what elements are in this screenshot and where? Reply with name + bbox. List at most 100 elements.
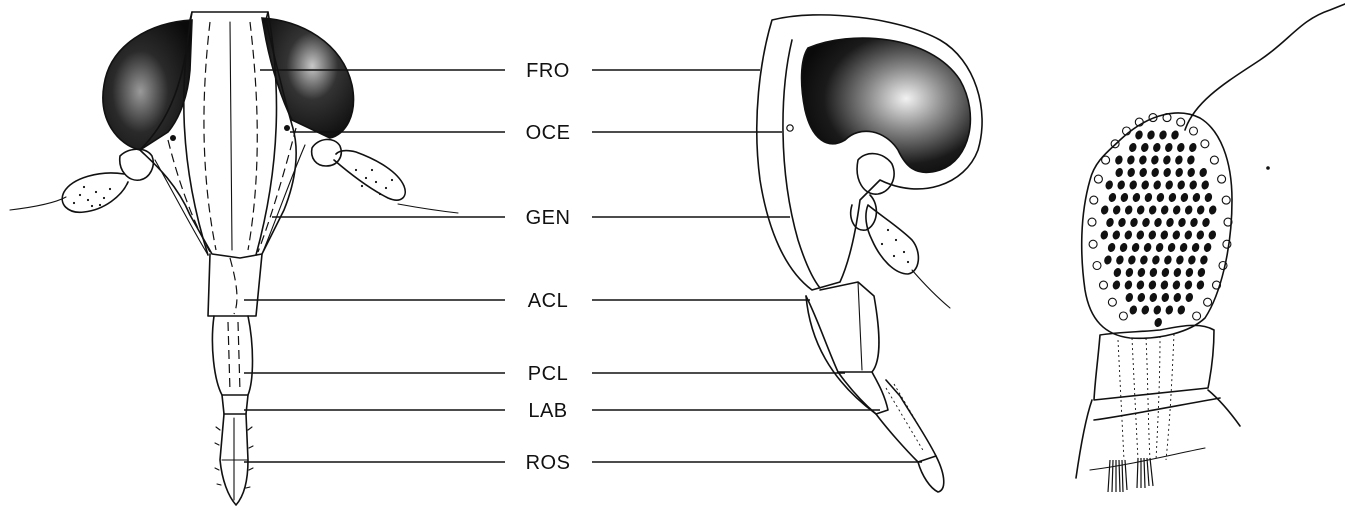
structure-labels: FRO OCE GEN ACL PCL LAB ROS	[526, 60, 571, 474]
label-acl: ACL	[528, 290, 568, 312]
sensillum-pit	[1131, 192, 1141, 203]
rim-scallop	[1219, 262, 1227, 270]
lateral-view-head	[757, 15, 982, 492]
sensillum-pit	[1172, 292, 1182, 303]
label-pcl: PCL	[528, 363, 568, 385]
sensillum-pit	[1172, 267, 1182, 278]
sensillum-pit	[1203, 242, 1213, 253]
sensillum-pit	[1184, 204, 1194, 215]
sensillum-pit	[1207, 229, 1217, 240]
sensillum-pit	[1175, 254, 1185, 265]
sensillum-pit	[1140, 304, 1150, 315]
sensillum-pit	[1114, 154, 1124, 165]
sensillum-pit	[1099, 229, 1109, 240]
sensillum-pit	[1170, 129, 1180, 140]
sensillum-pit	[1143, 242, 1153, 253]
sensillum-pit	[1129, 217, 1139, 228]
sensillum-pit	[1152, 179, 1162, 190]
sensillum-pit	[1104, 179, 1114, 190]
sensillum-pit	[1155, 242, 1165, 253]
sensillum-pit	[1201, 217, 1211, 228]
sensillum-pit	[1100, 204, 1110, 215]
sensillum-pit	[1128, 142, 1138, 153]
sensillum-pit	[1167, 192, 1177, 203]
sensillum-pit	[1186, 167, 1196, 178]
rim-scallop	[1119, 312, 1127, 320]
label-ros: ROS	[526, 452, 571, 474]
rim-scallop	[1210, 156, 1218, 164]
sensillum-pit	[1165, 217, 1175, 228]
sensillum-pit	[1184, 292, 1194, 303]
sensillum-pit	[1140, 179, 1150, 190]
sensillum-pit	[1151, 254, 1161, 265]
sensillum-pit	[1188, 179, 1198, 190]
sensillum-pit	[1111, 229, 1121, 240]
rim-scallop	[1089, 240, 1097, 248]
sensillum-pit	[1135, 229, 1145, 240]
sensillum-pit	[1136, 292, 1146, 303]
sensillum-pit	[1116, 179, 1126, 190]
sensillum-pit	[1148, 204, 1158, 215]
sensillum-pit	[1126, 154, 1136, 165]
sensillum-pit	[1123, 279, 1133, 290]
sensillum-pit	[1127, 254, 1137, 265]
sensillum-pit	[1189, 217, 1199, 228]
sensillum-pit	[1111, 279, 1121, 290]
sensillum-pit	[1167, 242, 1177, 253]
sensillum-pit	[1160, 204, 1170, 215]
sensillum-pit	[1140, 142, 1150, 153]
sensillum-pit	[1191, 192, 1201, 203]
sensillum-pit	[1119, 192, 1129, 203]
sensillum-pit	[1124, 292, 1134, 303]
sensillum-pit	[1162, 167, 1172, 178]
sensillum-pit	[1172, 204, 1182, 215]
label-lab: LAB	[528, 400, 567, 422]
rim-scallop	[1100, 281, 1108, 289]
rim-scallop	[1193, 312, 1201, 320]
sensillum-pit	[1160, 292, 1170, 303]
sensillum-pit	[1163, 254, 1173, 265]
sensillum-pit	[1150, 167, 1160, 178]
sensillum-pit	[1174, 154, 1184, 165]
sensillum-pit	[1152, 304, 1162, 315]
label-fro: FRO	[526, 60, 570, 82]
sensillum-pit	[1103, 254, 1113, 265]
label-oce: OCE	[526, 122, 571, 144]
sensillum-pit	[1200, 179, 1210, 190]
sensillum-pit	[1107, 192, 1117, 203]
frontal-view-head	[10, 12, 458, 505]
sensillum-pit	[1119, 242, 1129, 253]
sensillum-pit	[1141, 217, 1151, 228]
sensillum-pit	[1171, 279, 1181, 290]
sensillum-pit	[1184, 267, 1194, 278]
sensillum-pit	[1112, 267, 1122, 278]
rim-scallop	[1201, 140, 1209, 148]
rim-scallop	[1093, 262, 1101, 270]
sensillum-pit	[1107, 242, 1117, 253]
sensillum-pit	[1128, 304, 1138, 315]
sensillum-pit	[1188, 142, 1198, 153]
compound-eye-lateral	[802, 38, 971, 172]
sensillum-pit	[1196, 267, 1206, 278]
sensillum-pit	[1136, 267, 1146, 278]
sensillum-pit	[1174, 167, 1184, 178]
rim-scallop	[1177, 118, 1185, 126]
sensillum-pit	[1162, 154, 1172, 165]
sensillum-pit	[1152, 142, 1162, 153]
sensillum-pit	[1147, 229, 1157, 240]
sensillum-pit	[1123, 229, 1133, 240]
sensillum-pit	[1159, 229, 1169, 240]
label-gen: GEN	[526, 207, 571, 229]
sensillum-pit	[1208, 204, 1218, 215]
rim-scallop	[1094, 175, 1102, 183]
sensillum-pit	[1148, 292, 1158, 303]
sensillum-pit	[1203, 192, 1213, 203]
sensillum-pit	[1153, 317, 1163, 328]
sensillum-pit	[1134, 129, 1144, 140]
sensillum-pit	[1176, 142, 1186, 153]
sensillum-pit	[1131, 242, 1141, 253]
sensillum-pit	[1139, 254, 1149, 265]
sensillum-pit	[1176, 304, 1186, 315]
sensillum-pit	[1105, 217, 1115, 228]
